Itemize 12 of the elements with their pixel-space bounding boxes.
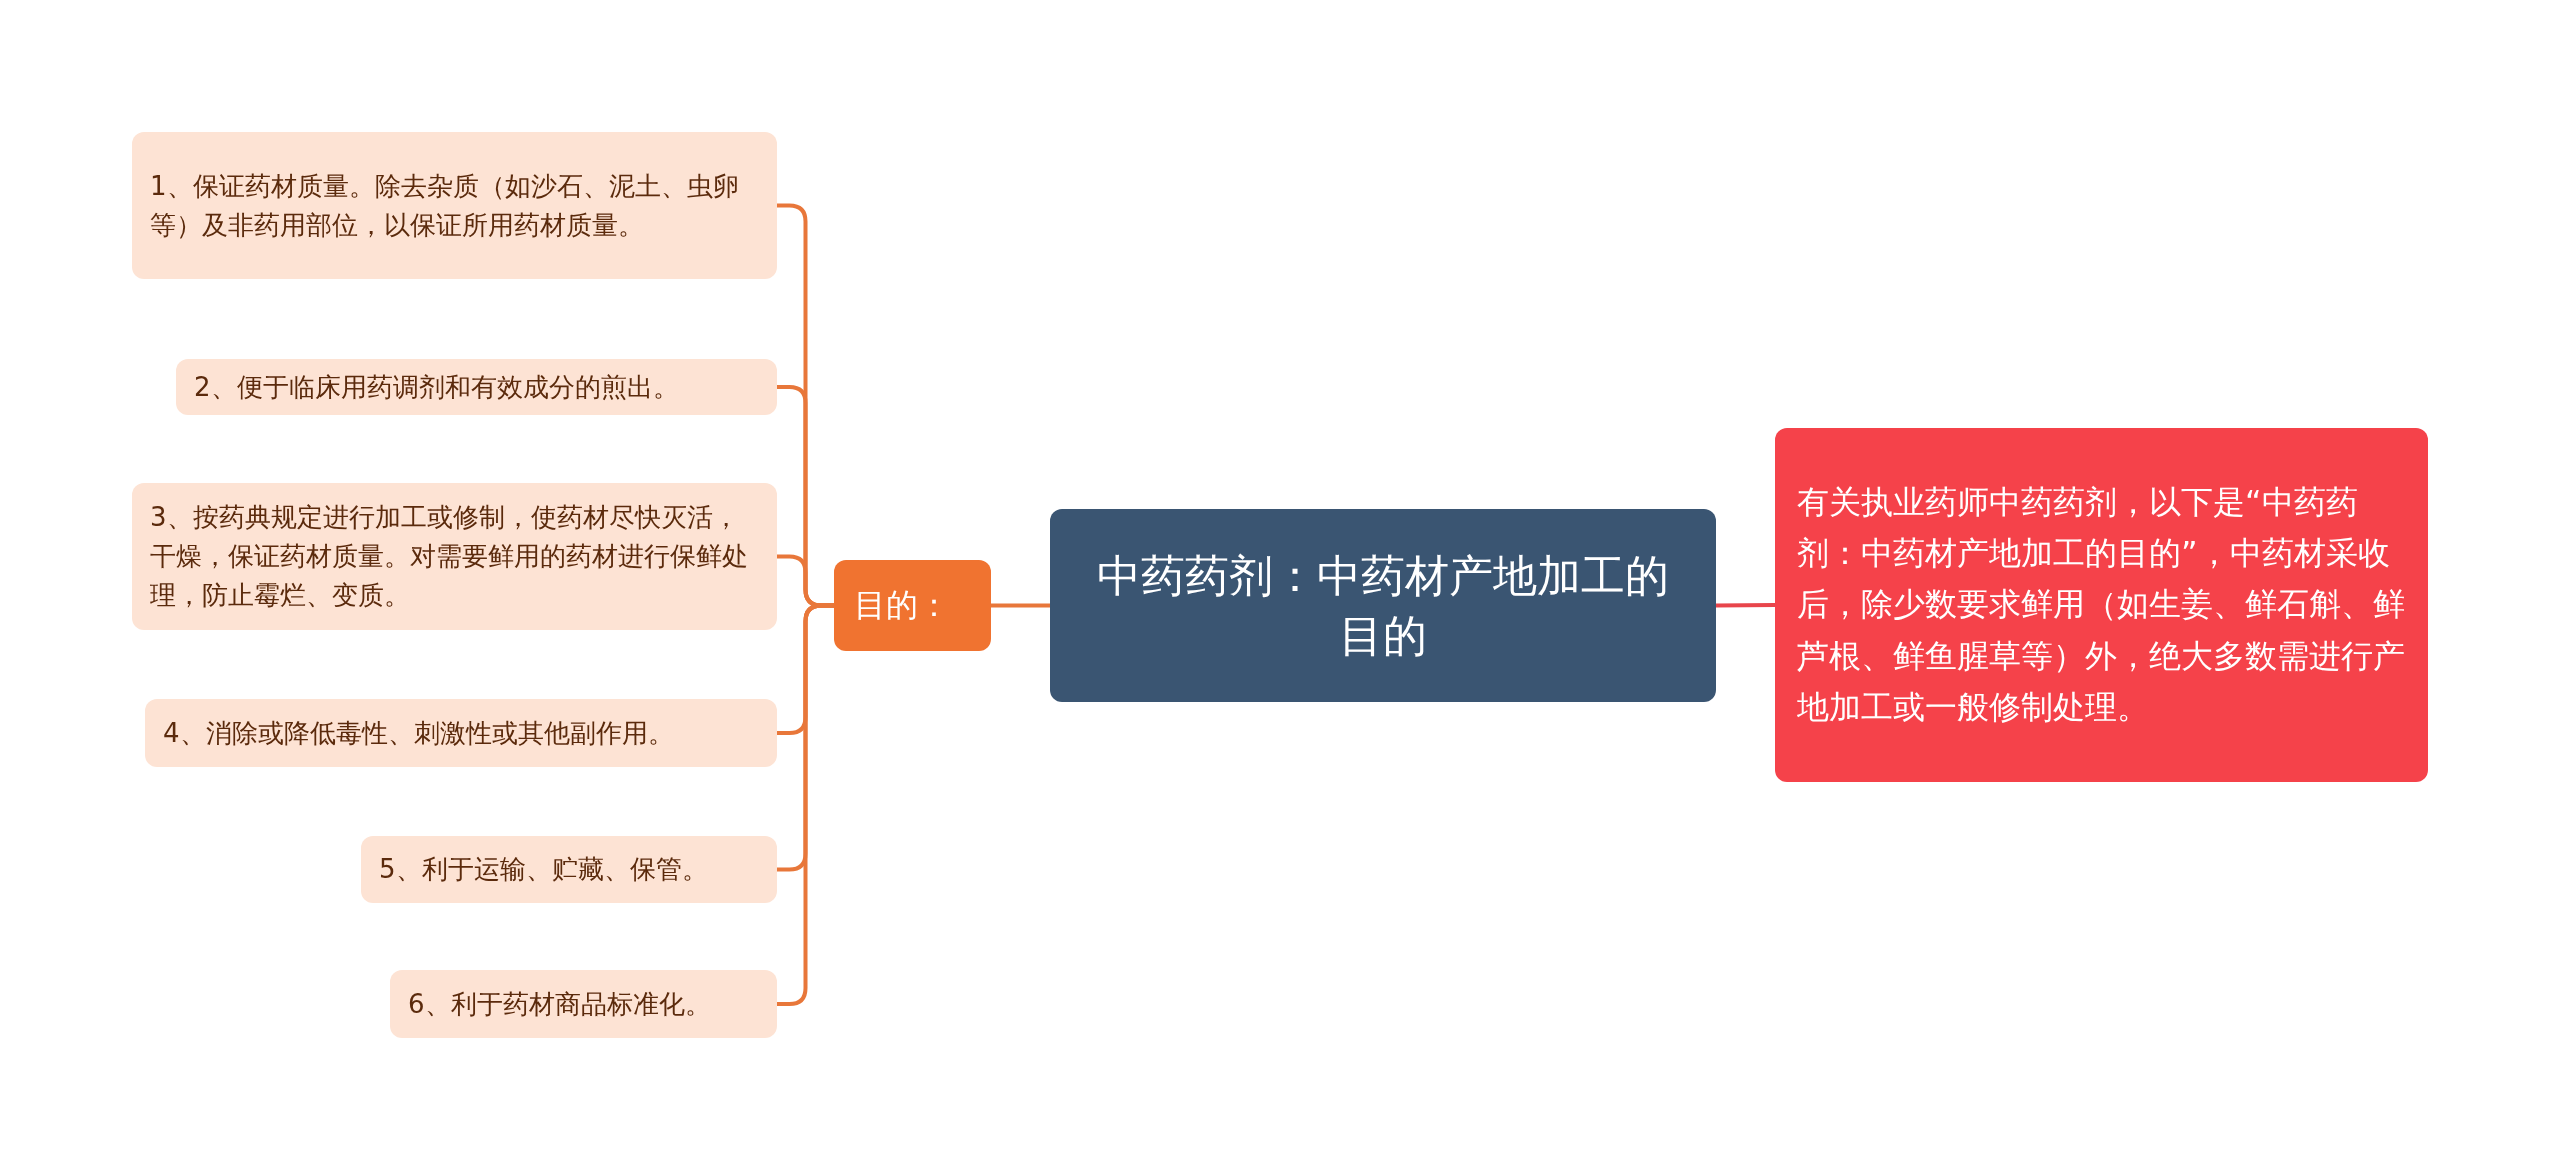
item-box: 6、利于药材商品标准化。	[390, 970, 777, 1038]
connector-line	[777, 603, 834, 1006]
item-box: 1、保证药材质量。除去杂质（如沙石、泥土、虫卵等）及非药用部位，以保证所用药材质量。	[132, 132, 777, 279]
topic-box: 中药药剂：中药材产地加工的目的	[1050, 509, 1716, 702]
item-box: 2、便于临床用药调剂和有效成分的煎出。	[176, 359, 777, 415]
connector-line	[1716, 603, 1776, 608]
note-box: 有关执业药师中药药剂，以下是“中药药剂：中药材产地加工的目的”，中药材采收后，除少数要求鲜用（如生姜、鲜石斛、鲜芦根、鲜鱼腥草等）外，绝大多数需进行产地加工或一般修制处理。	[1775, 428, 2428, 782]
item-box: 5、利于运输、贮藏、保管。	[361, 836, 777, 903]
item-box: 4、消除或降低毒性、刺激性或其他副作用。	[145, 699, 777, 767]
branch-box: 目的：	[834, 560, 991, 651]
item-box: 3、按药典规定进行加工或修制，使药材尽快灭活，干燥，保证药材质量。对需要鲜用的药材进行保鲜处理，防止霉烂、变质。	[132, 483, 777, 630]
connector-line	[991, 603, 1050, 608]
